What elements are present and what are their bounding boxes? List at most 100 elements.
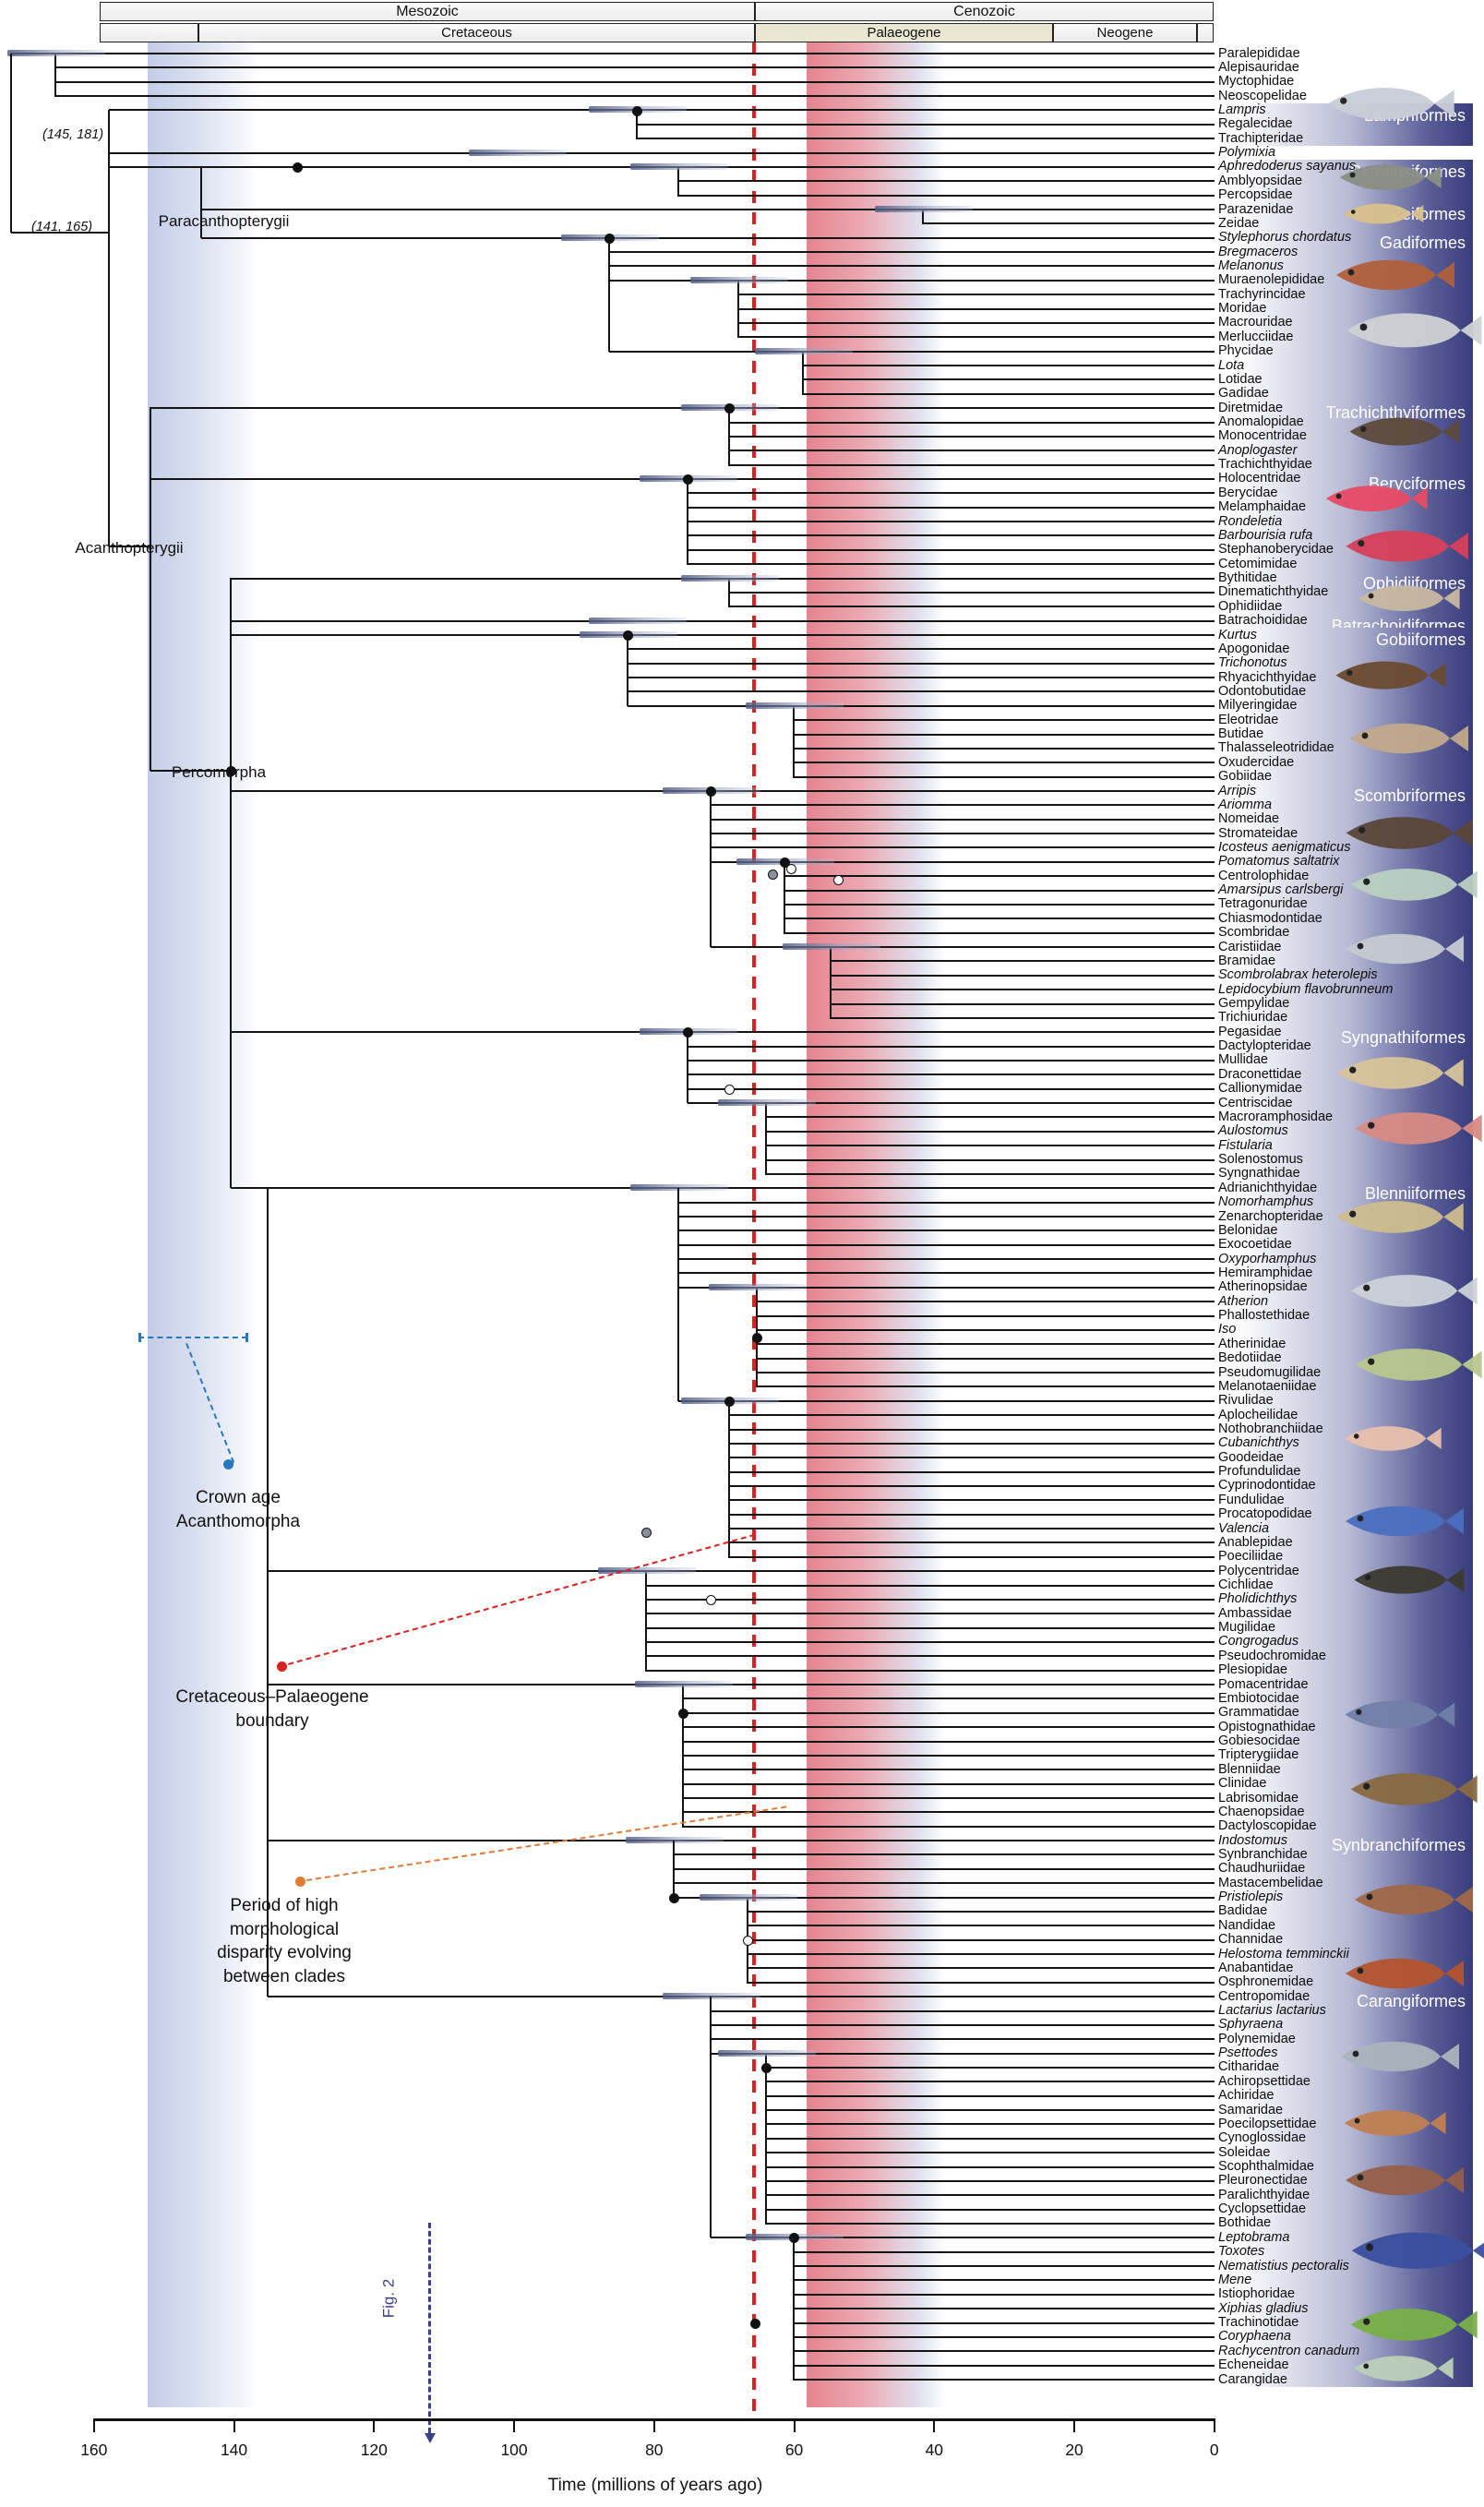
tip-label: Iso: [1218, 1322, 1237, 1337]
tip-branch: [794, 704, 1215, 707]
crown-age-interval-band: [148, 42, 260, 2407]
axis-tick-80: [652, 2418, 655, 2432]
axis-tick-label-80: 80: [645, 2441, 664, 2459]
clade-stem: [231, 1031, 688, 1034]
tip-label: Melamphaidae: [1218, 499, 1307, 515]
tip-label: Atherinidae: [1218, 1336, 1287, 1351]
node-age-ci-bar: [635, 1681, 733, 1688]
tip-label: Milyeringidae: [1218, 698, 1298, 714]
tip-branch: [923, 222, 1215, 225]
tip-branch: [711, 2023, 1215, 2026]
order-label-gadiformes: Gadiformes: [1379, 234, 1466, 253]
node-age-ci-bar: [718, 2049, 816, 2057]
tip-label: Scombrolabrax heterolepis: [1218, 967, 1378, 983]
order-label-syngnathiformes: Syngnathiformes: [1340, 1027, 1466, 1047]
backbone-horizontal: [11, 232, 109, 234]
tip-label: Muraenolepididae: [1218, 272, 1325, 288]
order-band-synbranchiformes: [1237, 1833, 1473, 1990]
node-age-ci-bar: [783, 943, 880, 951]
axis-tick-20: [1073, 2418, 1076, 2432]
tip-label: Amblyopsidae: [1218, 173, 1303, 188]
backbone-vertical: [150, 407, 151, 771]
clade-stem: [201, 236, 609, 239]
tip-label: Oxyporhamphus: [1218, 1251, 1317, 1266]
tip-branch: [757, 1385, 1215, 1388]
tip-branch: [55, 95, 1215, 98]
tip-branch: [766, 2137, 1215, 2140]
tip-branch: [794, 2379, 1215, 2381]
axis-tick-140: [233, 2418, 235, 2432]
tip-label: Soleidae: [1218, 2144, 1271, 2160]
clade-stem: [231, 1187, 678, 1190]
tip-branch: [748, 1953, 1215, 1956]
tip-branch: [674, 1840, 1215, 1842]
tip-label: Bregmaceros: [1218, 244, 1298, 259]
crown-age-bracket: [138, 1337, 247, 1338]
fish-illustration-18: [1355, 1348, 1482, 1381]
tip-branch: [784, 918, 1215, 920]
backbone-vertical: [108, 110, 110, 546]
tip-branch: [678, 1258, 1215, 1261]
tip-branch: [646, 1626, 1215, 1629]
tip-branch: [678, 1272, 1215, 1275]
tip-branch: [688, 506, 1215, 509]
tip-label: Sphyraena: [1218, 2017, 1284, 2033]
node-dot-filled: [292, 162, 303, 173]
backbone-vertical: [677, 1188, 679, 1401]
tip-label: Parazenidae: [1218, 201, 1294, 217]
tip-branch: [674, 1853, 1215, 1856]
tip-branch: [729, 421, 1215, 424]
clade-stem: [150, 407, 729, 410]
node-age-ci-bar: [746, 702, 844, 709]
tip-label: Rachycentron canadum: [1218, 2343, 1360, 2358]
tip-branch: [757, 1372, 1215, 1374]
tip-branch: [729, 1513, 1215, 1516]
tip-label: Melanotaeniidae: [1218, 1378, 1317, 1394]
tip-label: Dactyloscopidae: [1218, 1818, 1317, 1834]
disparity-label: Period of high morphological disparity e…: [164, 1894, 404, 1989]
tip-label: Synbranchidae: [1218, 1846, 1308, 1862]
tip-label: Moridae: [1218, 301, 1267, 317]
fish-illustration-24: [1355, 1884, 1473, 1915]
tip-branch: [729, 463, 1215, 466]
tip-branch: [628, 648, 1215, 651]
tip-label: Zenarchopteridae: [1218, 1208, 1323, 1224]
tip-branch: [757, 1357, 1215, 1360]
tip-label: Apogonidae: [1218, 641, 1290, 656]
tip-branch: [766, 2066, 1215, 2069]
tip-branch: [688, 548, 1215, 551]
fish-illustration-22: [1345, 1700, 1455, 1730]
tip-label: Congrogadus: [1218, 1634, 1299, 1649]
tip-label: Mullidae: [1218, 1052, 1268, 1068]
tip-label: Icosteus aenigmaticus: [1218, 839, 1351, 855]
fish-illustration-7: [1346, 531, 1468, 562]
node-dot-filled: [682, 1026, 693, 1038]
backbone-horizontal: [150, 770, 231, 772]
timescale-cell-mesozoic: Mesozoic: [100, 2, 755, 21]
node-dot-filled: [668, 1892, 679, 1903]
tip-label: Trichonotus: [1218, 655, 1287, 671]
tip-branch: [688, 1074, 1215, 1076]
tip-label: Aplocheilidae: [1218, 1407, 1298, 1422]
node-age-ci-bar: [630, 1184, 728, 1192]
tip-label: Mastacembelidae: [1218, 1875, 1323, 1890]
tip-branch: [757, 1328, 1215, 1331]
axis-tick-label-120: 120: [360, 2441, 388, 2459]
tip-branch: [784, 889, 1215, 892]
tip-label: Gadidae: [1218, 386, 1269, 402]
backbone-vertical: [230, 578, 232, 1188]
tip-label: Bythitidae: [1218, 570, 1277, 586]
tip-label: Fundulidae: [1218, 1492, 1285, 1507]
tip-label: Polymixia: [1218, 145, 1276, 161]
tip-label: Gobiidae: [1218, 769, 1273, 785]
timescale-cell-neogene: Neogene: [1053, 23, 1197, 42]
tip-label: Aulostomus: [1218, 1123, 1288, 1139]
tip-label: Plesiopidae: [1218, 1662, 1287, 1678]
tip-label: Butidae: [1218, 726, 1264, 742]
tip-label: Poecilopsettidae: [1218, 2116, 1317, 2131]
tip-branch: [757, 1343, 1215, 1346]
tip-label: Dactylopteridae: [1218, 1038, 1311, 1054]
tip-branch: [794, 733, 1215, 736]
tip-label: Bramidae: [1218, 953, 1276, 968]
root-age-label-upper: (145, 181): [42, 127, 104, 142]
